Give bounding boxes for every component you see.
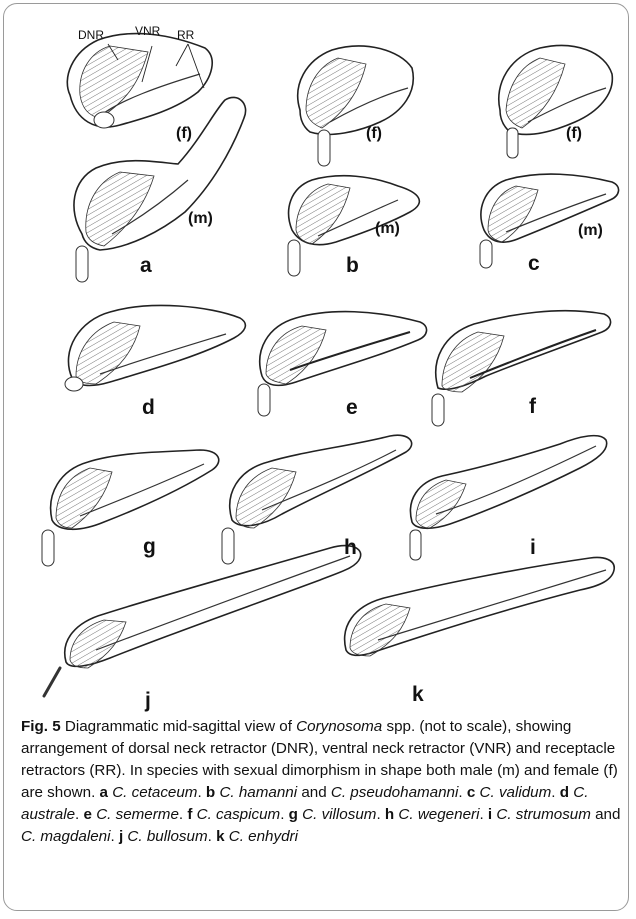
caption-species-f-0: C. caspicum [197,806,281,823]
caption-letter-j: j [119,828,123,845]
caption-letter-i: i [488,806,492,823]
specimen-d [65,305,245,391]
panel-label-a: a [140,254,152,277]
panel-label-c: c [528,252,540,275]
caption-letter-f: f [187,806,192,823]
caption-letter-b: b [206,784,215,801]
figure-caption: Fig. 5 Diagrammatic mid-sagittal view of… [21,716,621,848]
caption-species-g-0: C. villosum [302,806,376,823]
figure-illustration: DNR VNR RR (f) (f) (f) (m) (m) (m) a b c… [0,0,636,712]
specimen-k [345,558,615,657]
specimen-b-female [298,46,414,166]
caption-species-i-0: C. strumosum [496,806,591,823]
specimen-i [410,436,607,560]
caption-conjunction: and [591,806,621,823]
caption-species-i-2: C. magdaleni [21,828,111,845]
caption-letter-g: g [289,806,298,823]
caption-species-k-0: C. enhydri [229,828,298,845]
panel-label-d: d [142,396,155,419]
caption-conjunction: and [297,784,331,801]
caption-letter-e: e [84,806,92,823]
label-female-c: (f) [566,125,582,142]
panel-label-g: g [143,535,156,558]
panel-label-h: h [344,536,357,559]
caption-letter-k: k [216,828,224,845]
caption-species-a-0: C. cetaceum [112,784,197,801]
caption-letter-d: d [560,784,569,801]
specimen-e [258,312,427,416]
panel-label-i: i [530,536,536,559]
label-male-a: (m) [188,210,213,227]
panel-label-j: j [144,689,151,712]
caption-species-b-2: C. pseudohamanni [331,784,459,801]
panel-label-b: b [346,254,359,277]
caption-letter-a: a [100,784,108,801]
panel-label-k: k [412,683,424,706]
specimen-g [42,450,219,566]
caption-genus: Corynosoma [296,718,382,735]
caption-species-c-0: C. validum [480,784,552,801]
caption-species-b-0: C. hamanni [219,784,297,801]
label-male-b: (m) [375,220,400,237]
specimen-a-female [67,34,212,128]
specimen-h [222,435,412,564]
caption-species-list: a C. cetaceum. b C. hamanni and C. pseud… [21,784,620,845]
label-female-b: (f) [366,125,382,142]
panel-label-e: e [346,396,358,419]
specimen-f [432,311,611,426]
caption-letter-c: c [467,784,475,801]
panel-label-f: f [529,395,537,418]
caption-species-h-0: C. wegeneri [398,806,479,823]
label-female-a: (f) [176,125,192,142]
caption-letter-h: h [385,806,394,823]
caption-species-e-0: C. semerme [96,806,179,823]
specimen-c-female [499,46,613,158]
label-male-c: (m) [578,222,603,239]
caption-species-j-0: C. bullosum [127,828,207,845]
caption-title: Fig. 5 [21,718,61,735]
label-rr: RR [177,28,195,42]
specimen-j [44,546,361,696]
label-dnr: DNR [78,28,104,42]
caption-intro-1: Diagrammatic mid-sagittal view of [61,718,296,735]
label-vnr: VNR [135,24,161,38]
